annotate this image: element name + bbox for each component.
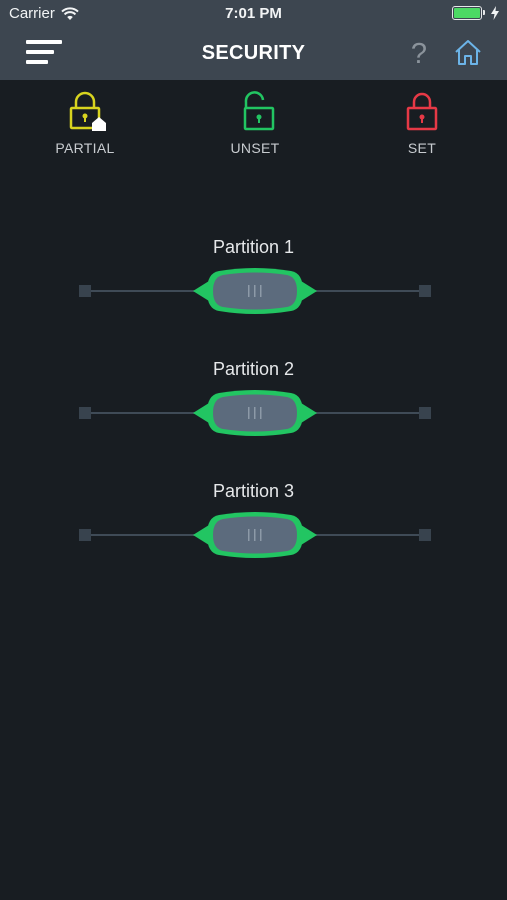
battery-icon bbox=[452, 6, 485, 20]
slider-handle[interactable] bbox=[193, 511, 317, 559]
partition-3: Partition 3 bbox=[0, 481, 507, 571]
slider-left-stop[interactable] bbox=[79, 407, 91, 419]
lock-home-icon bbox=[69, 91, 106, 131]
locked-padlock-icon bbox=[406, 92, 438, 131]
partition-3-slider[interactable] bbox=[75, 511, 435, 559]
help-icon: ? bbox=[410, 38, 428, 70]
slider-right-stop[interactable] bbox=[419, 529, 431, 541]
home-icon bbox=[455, 40, 481, 65]
menu-button[interactable] bbox=[26, 38, 64, 70]
partition-1-slider[interactable] bbox=[75, 267, 435, 315]
slider-right-stop[interactable] bbox=[419, 285, 431, 297]
nav-bar: SECURITY ? bbox=[0, 28, 507, 80]
battery-level-fill bbox=[454, 8, 480, 18]
status-bar: Carrier 7:01 PM bbox=[0, 0, 507, 28]
status-carrier-group: Carrier bbox=[9, 5, 79, 22]
mode-partial-label: PARTIAL bbox=[55, 140, 115, 156]
mode-set-label: SET bbox=[407, 140, 437, 156]
charging-bolt-icon bbox=[491, 6, 499, 20]
mode-partial-button[interactable]: PARTIAL bbox=[35, 90, 135, 156]
unlocked-padlock-icon bbox=[243, 91, 275, 131]
carrier-label: Carrier bbox=[9, 5, 55, 22]
status-time: 7:01 PM bbox=[225, 5, 282, 22]
mode-set-button[interactable]: SET bbox=[372, 90, 472, 156]
mode-unset-label: UNSET bbox=[230, 140, 280, 156]
slider-left-stop[interactable] bbox=[79, 285, 91, 297]
mode-unset-button[interactable]: UNSET bbox=[205, 90, 305, 156]
wifi-icon bbox=[61, 6, 79, 20]
home-button[interactable] bbox=[453, 38, 483, 68]
slider-left-stop[interactable] bbox=[79, 529, 91, 541]
partition-label: Partition 2 bbox=[212, 359, 295, 379]
help-button[interactable]: ? bbox=[406, 36, 432, 72]
partition-2-slider[interactable] bbox=[75, 389, 435, 437]
partition-label: Partition 1 bbox=[212, 237, 295, 257]
partition-2: Partition 2 bbox=[0, 359, 507, 449]
slider-handle[interactable] bbox=[193, 267, 317, 315]
slider-handle[interactable] bbox=[193, 389, 317, 437]
hamburger-menu-icon bbox=[26, 40, 62, 64]
status-battery-group bbox=[452, 6, 499, 20]
slider-right-stop[interactable] bbox=[419, 407, 431, 419]
partition-1: Partition 1 bbox=[0, 237, 507, 327]
partition-label: Partition 3 bbox=[212, 481, 295, 501]
